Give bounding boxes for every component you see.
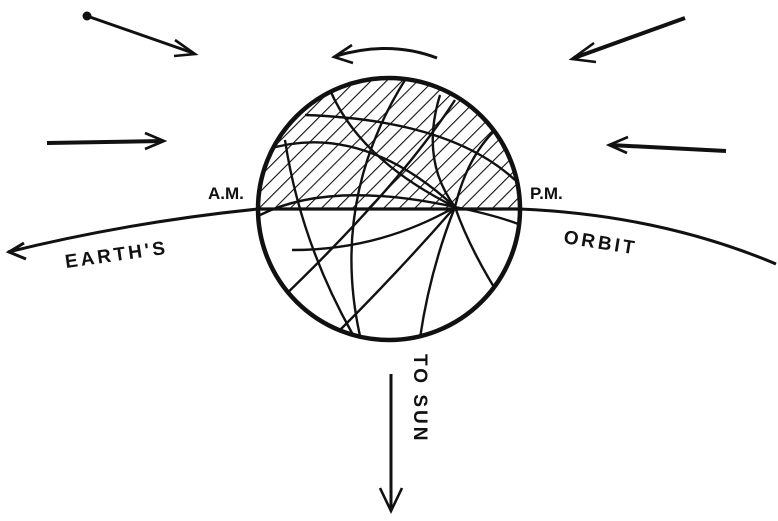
label-earths: EARTH'S <box>64 238 170 273</box>
night-side-hatching <box>250 70 530 209</box>
label-orbit: ORBIT <box>562 227 638 259</box>
label-pm: P.M. <box>530 184 563 203</box>
meteor-arrow-mid-right <box>609 137 726 153</box>
meteor-arrow-top-center <box>334 45 437 63</box>
meteor-arrow-top-right <box>572 18 685 62</box>
meteor-arrow-top-left <box>83 12 196 57</box>
sun-direction-arrow <box>380 374 402 511</box>
label-to-sun: TO SUN <box>409 354 430 443</box>
label-am: A.M. <box>208 184 244 203</box>
earth-globe <box>250 70 530 340</box>
meteor-arrow-mid-left <box>47 133 164 149</box>
